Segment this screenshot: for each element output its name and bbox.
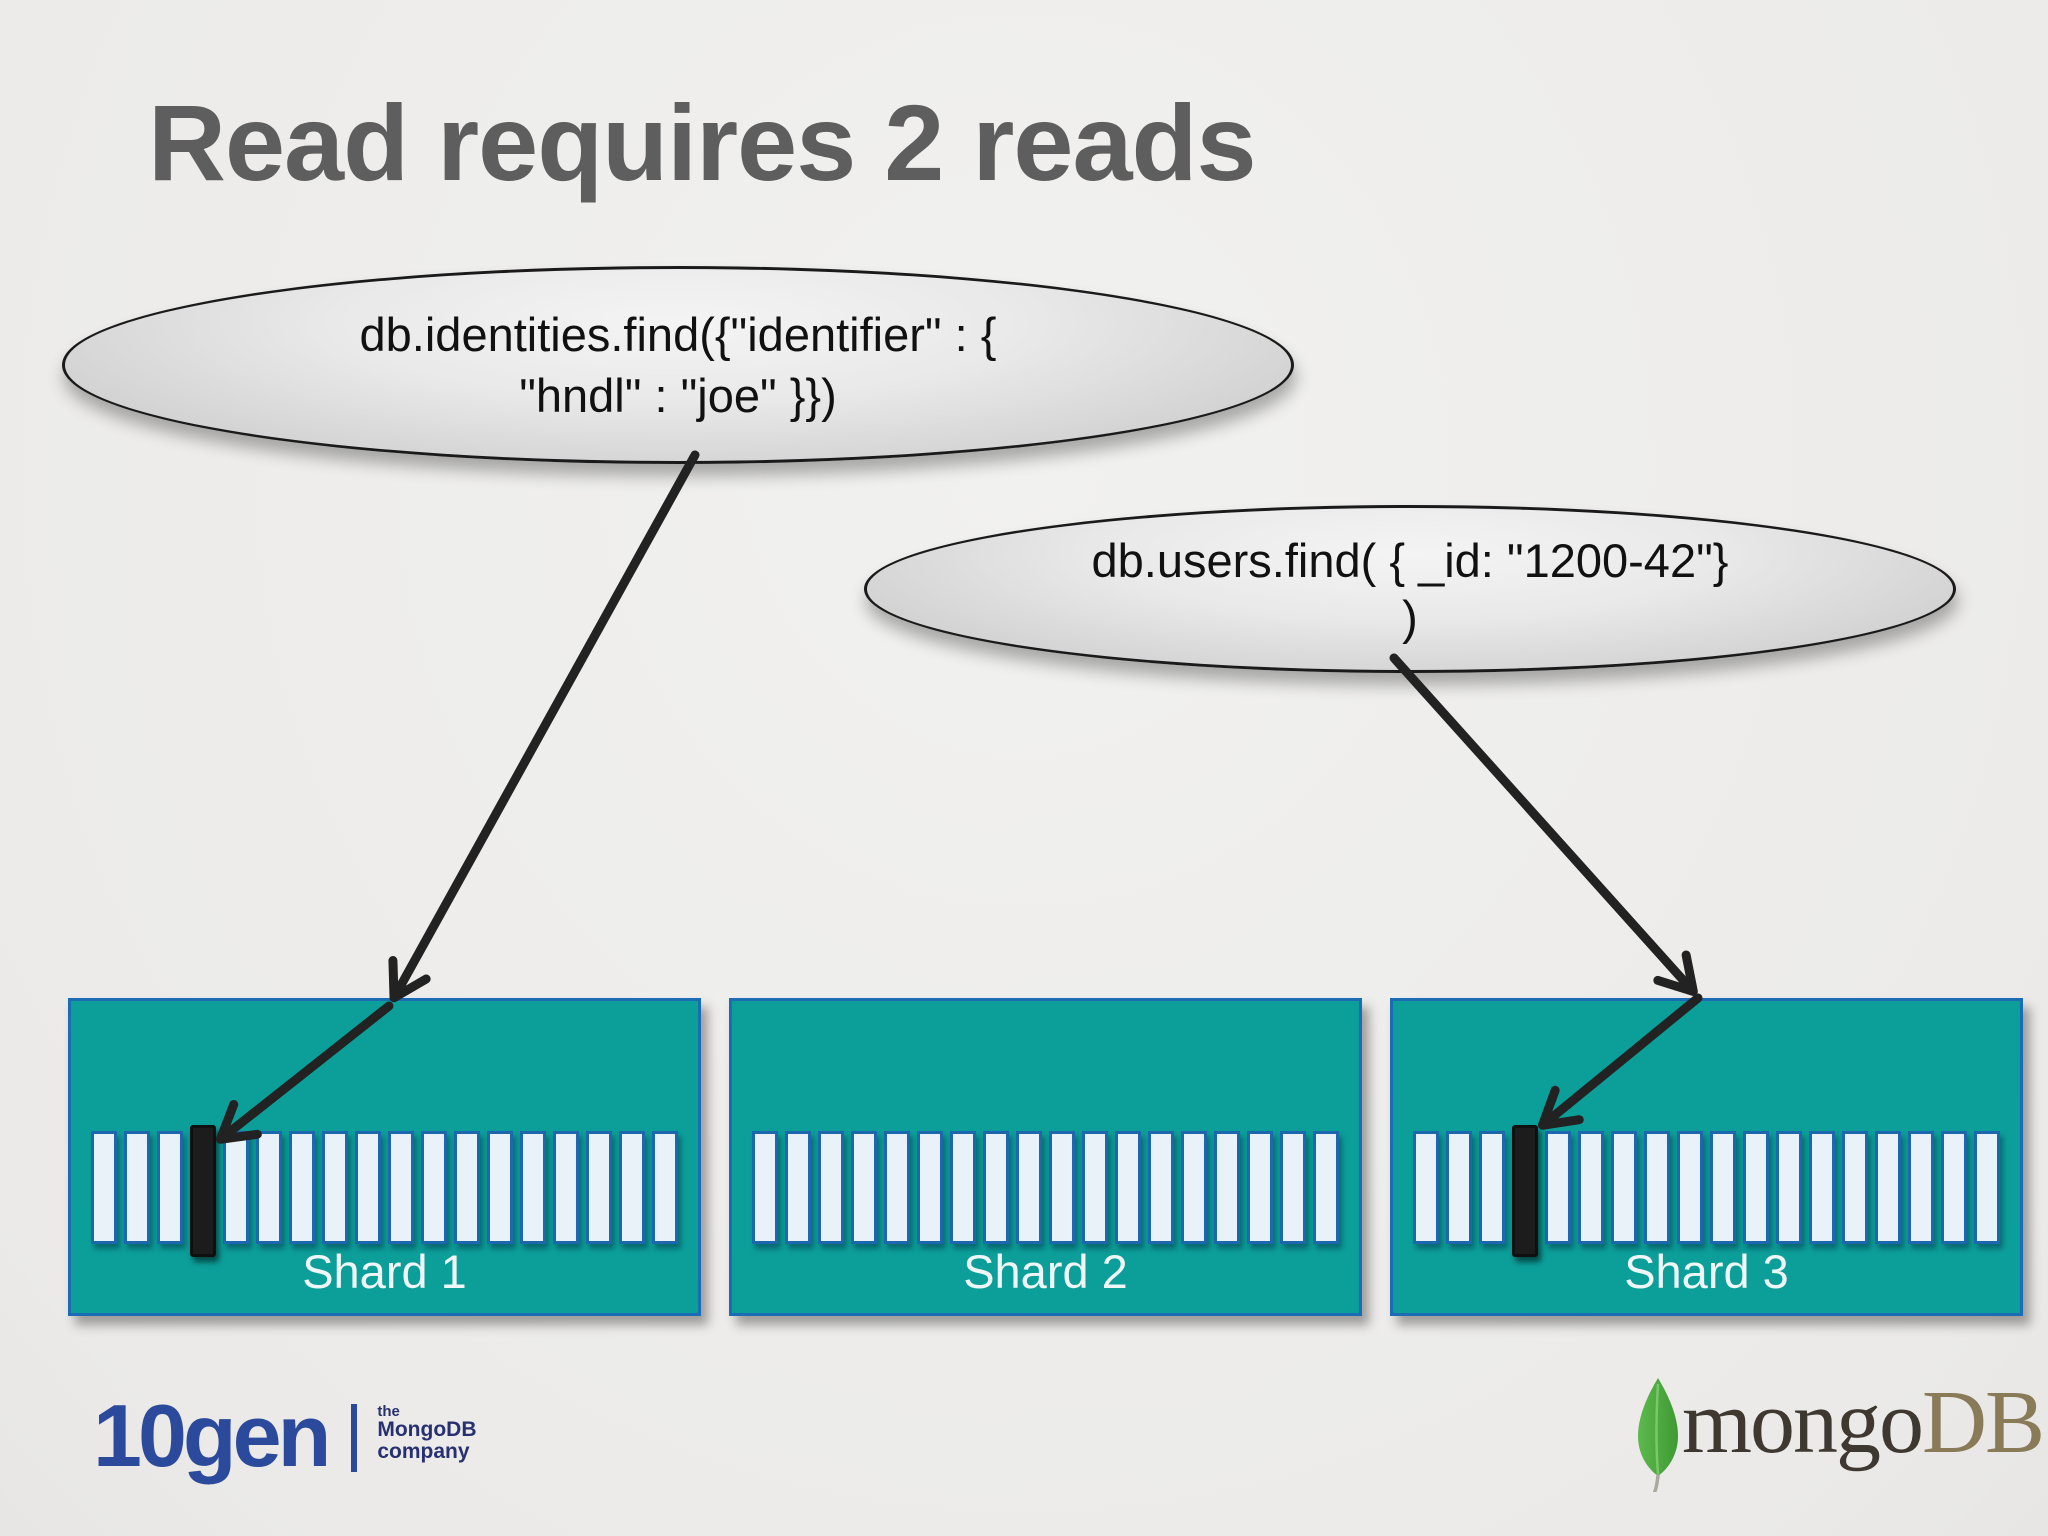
chunk bbox=[1280, 1131, 1306, 1244]
chunk bbox=[1313, 1131, 1339, 1244]
query-bubble-users: db.users.find( { _id: "1200-42"} ) bbox=[864, 505, 1956, 673]
tengen-separator bbox=[351, 1404, 358, 1472]
chunk bbox=[1413, 1131, 1439, 1244]
chunk-row bbox=[91, 1125, 678, 1257]
query-bubble-identities: db.identities.find({"identifier" : { "hn… bbox=[62, 266, 1294, 464]
shard-label: Shard 1 bbox=[302, 1245, 467, 1298]
chunk bbox=[1842, 1131, 1868, 1244]
chunk bbox=[884, 1131, 910, 1244]
chunk bbox=[1776, 1131, 1802, 1244]
mongodb-logo: mongoDB bbox=[1634, 1370, 2045, 1500]
chunk bbox=[1082, 1131, 1108, 1244]
chunk bbox=[752, 1131, 778, 1244]
chunk bbox=[652, 1131, 678, 1244]
chunk-highlighted bbox=[1512, 1125, 1538, 1257]
tengen-wordmark: 10gen bbox=[93, 1386, 331, 1485]
query-text-line: db.identities.find({"identifier" : { bbox=[359, 308, 997, 361]
chunk bbox=[223, 1131, 249, 1244]
chunk bbox=[256, 1131, 282, 1244]
query-text-line: "hndl" : "joe" }}) bbox=[519, 369, 837, 422]
chunk bbox=[1016, 1131, 1042, 1244]
chunk bbox=[388, 1131, 414, 1244]
chunk bbox=[520, 1131, 546, 1244]
chunk bbox=[487, 1131, 513, 1244]
shard-box-3: Shard 3 bbox=[1390, 998, 2023, 1316]
chunk bbox=[1446, 1131, 1472, 1244]
chunk bbox=[1908, 1131, 1934, 1244]
chunk bbox=[619, 1131, 645, 1244]
chunk bbox=[1181, 1131, 1207, 1244]
tagline-line: the bbox=[377, 1403, 400, 1420]
chunk bbox=[553, 1131, 579, 1244]
chunk bbox=[1875, 1131, 1901, 1244]
tengen-tagline: the MongoDB company bbox=[377, 1404, 476, 1463]
mongodb-wordmark-mongo: mongo bbox=[1682, 1373, 1924, 1472]
chunk bbox=[1644, 1131, 1670, 1244]
chunk bbox=[322, 1131, 348, 1244]
tagline-line: company bbox=[377, 1440, 470, 1463]
shard-label: Shard 3 bbox=[1624, 1245, 1789, 1298]
chunk bbox=[1578, 1131, 1604, 1244]
query-text-line: ) bbox=[1402, 591, 1418, 644]
mongodb-leaf-icon bbox=[1638, 1378, 1678, 1492]
chunk bbox=[586, 1131, 612, 1244]
chunk bbox=[1479, 1131, 1505, 1244]
chunk bbox=[1974, 1131, 2000, 1244]
chunk bbox=[917, 1131, 943, 1244]
chunk bbox=[124, 1131, 150, 1244]
chunk bbox=[157, 1131, 183, 1244]
chunk bbox=[1115, 1131, 1141, 1244]
shard-box-1: Shard 1 bbox=[68, 998, 701, 1316]
chunk bbox=[785, 1131, 811, 1244]
slide-title: Read requires 2 reads bbox=[148, 82, 1257, 203]
chunk bbox=[1049, 1131, 1075, 1244]
chunk bbox=[1677, 1131, 1703, 1244]
chunk-row bbox=[752, 1131, 1339, 1244]
tengen-logo: 10gen the MongoDB company bbox=[93, 1392, 476, 1480]
chunk bbox=[950, 1131, 976, 1244]
shard-label: Shard 2 bbox=[963, 1245, 1128, 1298]
shard-box-2: Shard 2 bbox=[729, 998, 1362, 1316]
chunk bbox=[289, 1131, 315, 1244]
chunk bbox=[851, 1131, 877, 1244]
chunk bbox=[1545, 1131, 1571, 1244]
chunk bbox=[355, 1131, 381, 1244]
chunk bbox=[91, 1131, 117, 1244]
chunk bbox=[454, 1131, 480, 1244]
chunk bbox=[1611, 1131, 1637, 1244]
chunk-highlighted bbox=[190, 1125, 216, 1257]
chunk bbox=[1743, 1131, 1769, 1244]
mongodb-wordmark-db: DB bbox=[1922, 1373, 2045, 1472]
chunk bbox=[983, 1131, 1009, 1244]
tagline-line: MongoDB bbox=[377, 1418, 477, 1441]
chunk bbox=[1710, 1131, 1736, 1244]
query-text-line: db.users.find( { _id: "1200-42"} bbox=[1091, 534, 1729, 587]
chunk bbox=[1941, 1131, 1967, 1244]
chunk bbox=[1809, 1131, 1835, 1244]
chunk bbox=[1247, 1131, 1273, 1244]
mongodb-wordmark: mongoDB bbox=[1682, 1378, 2045, 1468]
chunk-row bbox=[1413, 1125, 2000, 1257]
chunk bbox=[421, 1131, 447, 1244]
chunk bbox=[818, 1131, 844, 1244]
chunk bbox=[1148, 1131, 1174, 1244]
chunk bbox=[1214, 1131, 1240, 1244]
